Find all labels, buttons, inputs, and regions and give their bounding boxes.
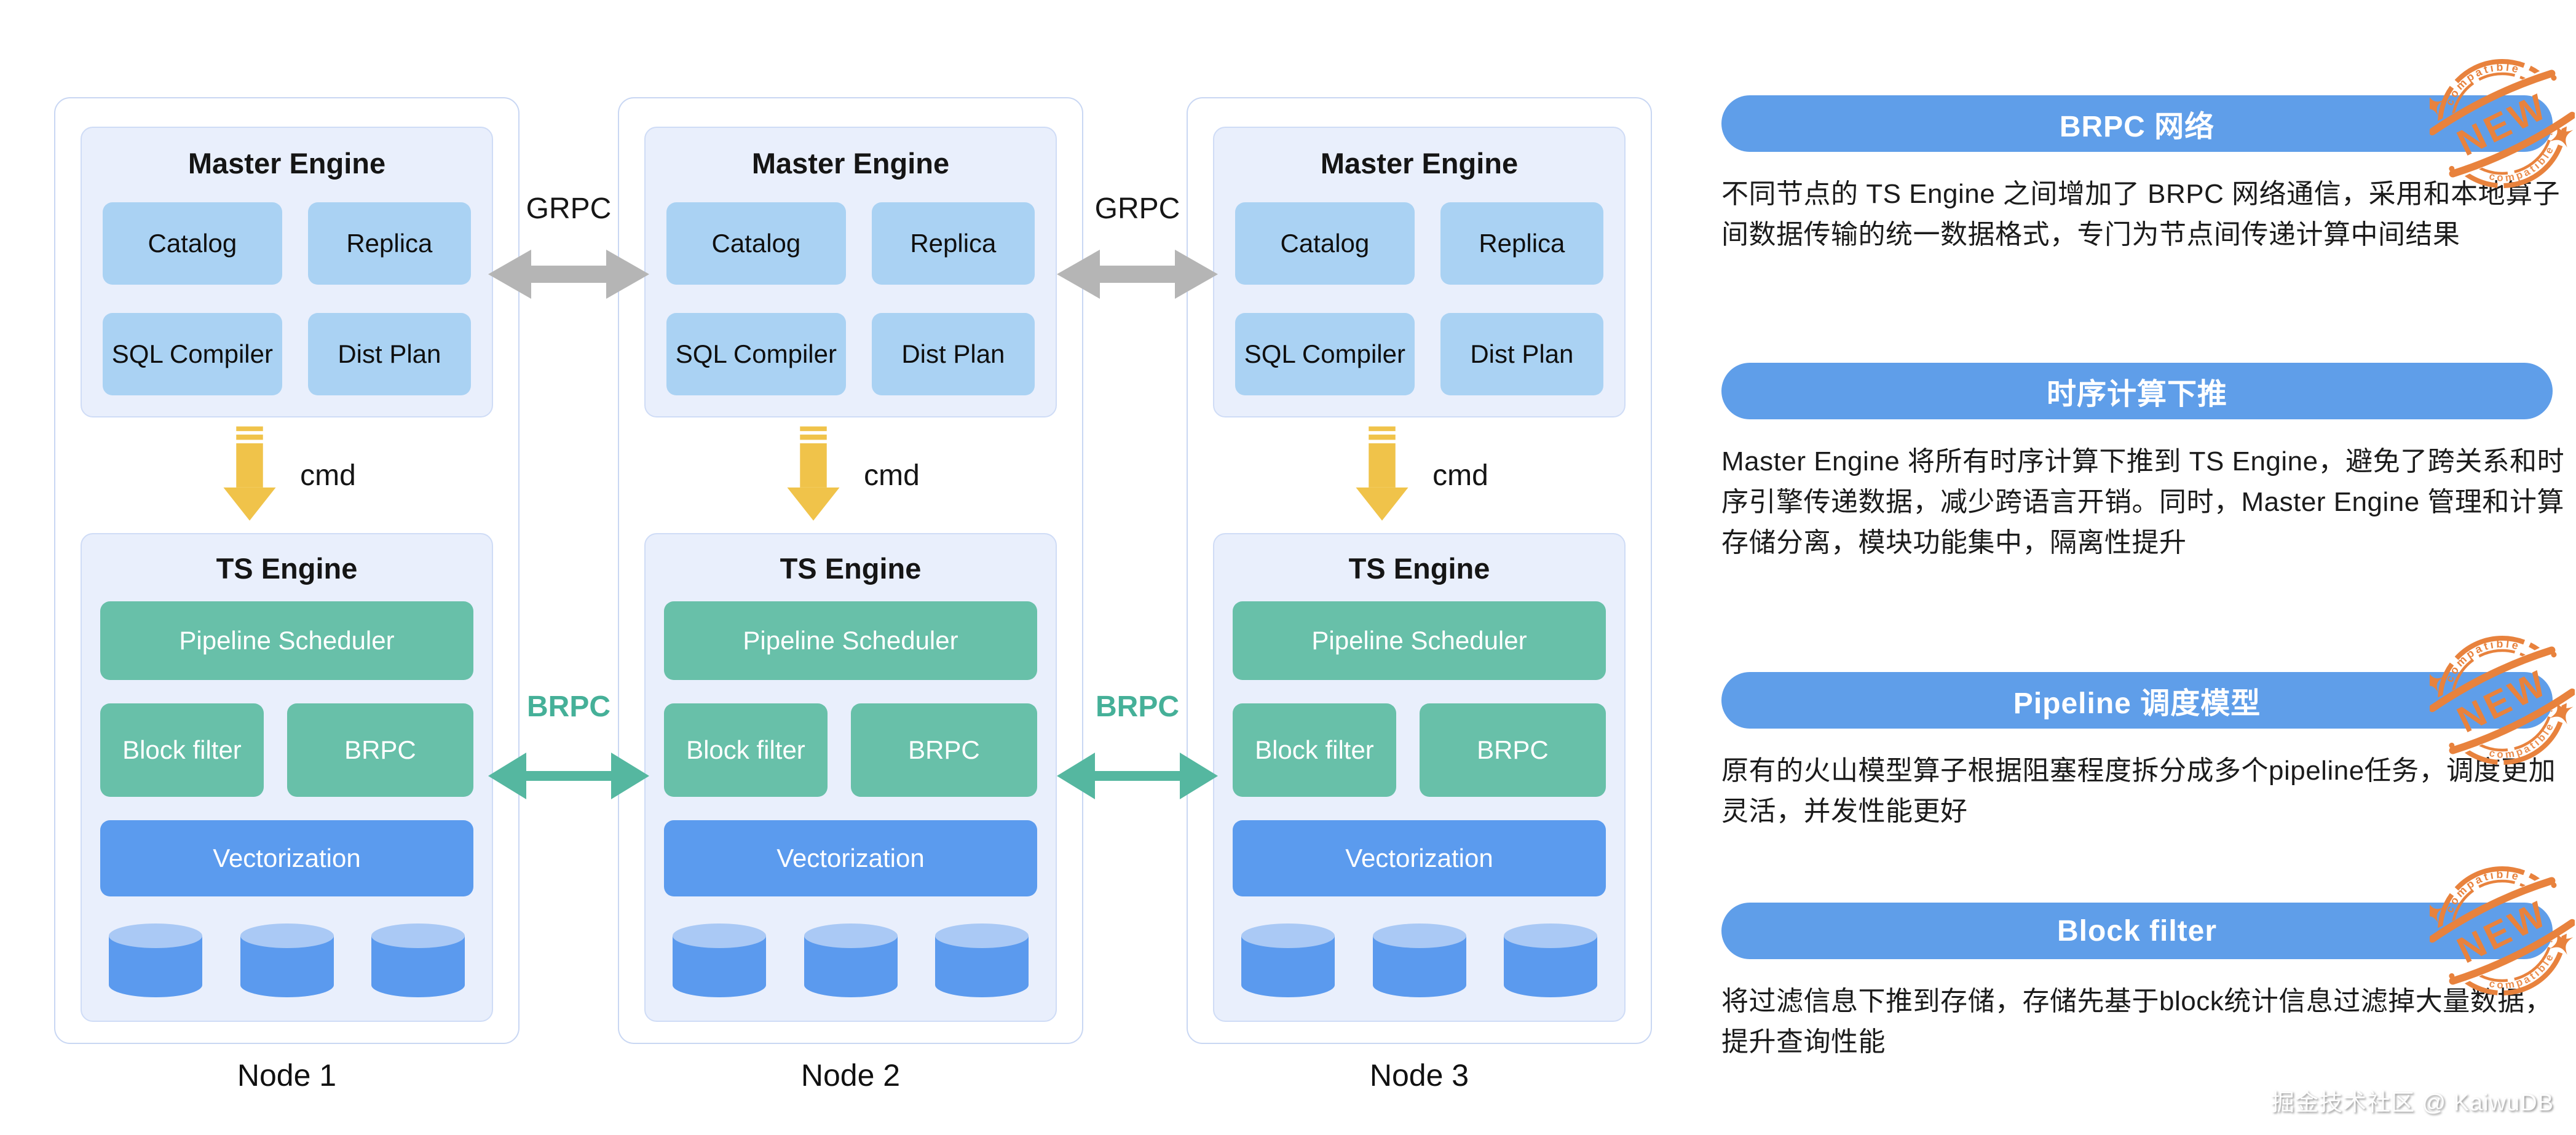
chip-dist-plan: Dist Plan [307, 313, 471, 395]
brpc-double-arrow-icon [488, 753, 649, 799]
master-engine-title: Master Engine [1320, 147, 1519, 180]
database-cylinder-icon [1241, 923, 1335, 997]
panel-body: 不同节点的 TS Engine 之间增加了 BRPC 网络通信，采用和本地算子间… [1721, 179, 2561, 250]
master-engine-components: Catalog Replica SQL Compiler Dist Plan [666, 202, 1035, 395]
cmd-connector: cmd [81, 417, 493, 533]
master-engine-title: Master Engine [188, 147, 386, 180]
database-cylinder-icon [804, 923, 898, 997]
node-3-box: Master Engine Catalog Replica SQL Compil… [1187, 97, 1652, 1044]
storage-row [100, 922, 473, 1000]
master-engine: Master Engine Catalog Replica SQL Compil… [644, 127, 1057, 417]
chip-brpc: BRPC [850, 703, 1037, 797]
chip-replica: Replica [307, 202, 471, 285]
master-engine-components: Catalog Replica SQL Compiler Dist Plan [103, 202, 471, 395]
chip-pipeline-scheduler: Pipeline Scheduler [100, 601, 473, 680]
cmd-label: cmd [300, 459, 356, 492]
grpc-label: GRPC [1094, 192, 1180, 225]
chip-catalog: Catalog [666, 202, 846, 285]
chip-brpc: BRPC [1419, 703, 1606, 797]
panel-banner: 时序计算下推 [1721, 363, 2553, 419]
panel-banner: BRPC 网络 [1721, 95, 2553, 152]
storage-row [1233, 922, 1606, 1000]
node-1-box: Master Engine Catalog Replica SQL Compil… [54, 97, 520, 1044]
database-cylinder-icon [1372, 923, 1466, 997]
panel-banner: Pipeline 调度模型 [1721, 672, 2553, 729]
ts-engine: TS Engine Pipeline Scheduler Block filte… [81, 533, 493, 1022]
node-2: Master Engine Catalog Replica SQL Compil… [618, 97, 1083, 1093]
panel-banner: Block filter [1721, 903, 2553, 959]
panel-pipeline-model: Pipeline 调度模型 compatible compatible [1721, 628, 2576, 832]
cmd-down-arrow-icon [787, 426, 840, 521]
chip-dist-plan: Dist Plan [1440, 313, 1603, 395]
database-cylinder-icon [673, 923, 766, 997]
database-cylinder-icon [1504, 923, 1597, 997]
cmd-connector: cmd [1213, 417, 1626, 533]
ts-engine-title: TS Engine [1348, 552, 1490, 585]
grpc-double-arrow-icon [488, 250, 649, 299]
chip-vectorization: Vectorization [1233, 820, 1606, 896]
ts-engine-components: Block filter BRPC [1233, 703, 1606, 797]
ts-engine-title: TS Engine [216, 552, 358, 585]
chip-pipeline-scheduler: Pipeline Scheduler [664, 601, 1037, 680]
master-engine: Master Engine Catalog Replica SQL Compil… [81, 127, 493, 417]
database-cylinder-icon [240, 923, 334, 997]
chip-replica: Replica [1440, 202, 1603, 285]
watermark: 掘金技术社区 @ KaiwuDB [2271, 1090, 2554, 1116]
master-engine-title: Master Engine [751, 147, 950, 180]
node-1: Master Engine Catalog Replica SQL Compil… [54, 97, 520, 1093]
grpc-label: GRPC [526, 192, 612, 225]
panel-body: 原有的火山模型算子根据阻塞程度拆分成多个pipeline任务，调度更加灵活，并发… [1721, 756, 2556, 826]
panel-body: 将过滤信息下推到存储，存储先基于block统计信息过滤掉大量数据，提升查询性能 [1721, 986, 2553, 1057]
brpc-label: BRPC [526, 690, 610, 723]
chip-sql-compiler: SQL Compiler [1235, 313, 1415, 395]
ts-engine-title: TS Engine [780, 552, 922, 585]
cmd-connector: cmd [644, 417, 1057, 533]
chip-vectorization: Vectorization [100, 820, 473, 896]
node-2-box: Master Engine Catalog Replica SQL Compil… [618, 97, 1083, 1044]
ts-engine-components: Block filter BRPC [664, 703, 1037, 797]
cmd-label: cmd [864, 459, 920, 492]
ts-engine: TS Engine Pipeline Scheduler Block filte… [644, 533, 1057, 1022]
master-engine: Master Engine Catalog Replica SQL Compil… [1213, 127, 1626, 417]
grpc-double-arrow-icon [1057, 250, 1218, 299]
chip-sql-compiler: SQL Compiler [666, 313, 846, 395]
ts-engine-components: Block filter BRPC [100, 703, 473, 797]
chip-block-filter: Block filter [100, 703, 264, 797]
chip-pipeline-scheduler: Pipeline Scheduler [1233, 601, 1606, 680]
node-label: Node 1 [237, 1058, 337, 1093]
chip-block-filter: Block filter [1233, 703, 1396, 797]
panel-brpc-network: BRPC 网络 compatible [1721, 51, 2576, 255]
ts-engine: TS Engine Pipeline Scheduler Block filte… [1213, 533, 1626, 1022]
chip-dist-plan: Dist Plan [871, 313, 1035, 395]
database-cylinder-icon [935, 923, 1029, 997]
chip-replica: Replica [871, 202, 1035, 285]
chip-vectorization: Vectorization [664, 820, 1037, 896]
cmd-label: cmd [1432, 459, 1488, 492]
brpc-double-arrow-icon [1057, 753, 1218, 799]
brpc-label: BRPC [1095, 690, 1179, 723]
feature-panels: BRPC 网络 compatible [1721, 0, 2576, 1135]
database-cylinder-icon [371, 923, 465, 997]
new-stamp-icon: compatible compatible NEW [2430, 858, 2575, 1002]
new-stamp-icon: compatible compatible NEW [2430, 51, 2575, 194]
panel-ts-pushdown: 时序计算下推 Master Engine 将所有时序计算下推到 TS Engin… [1721, 363, 2576, 563]
node-label: Node 2 [800, 1058, 901, 1093]
node-3: Master Engine Catalog Replica SQL Compil… [1187, 97, 1652, 1093]
storage-row [664, 922, 1037, 1000]
cmd-down-arrow-icon [223, 426, 276, 521]
new-stamp-icon: compatible compatible NEW [2430, 628, 2575, 771]
database-cylinder-icon [109, 923, 202, 997]
chip-catalog: Catalog [103, 202, 282, 285]
chip-catalog: Catalog [1235, 202, 1415, 285]
chip-sql-compiler: SQL Compiler [103, 313, 282, 395]
master-engine-components: Catalog Replica SQL Compiler Dist Plan [1235, 202, 1603, 395]
panel-body: Master Engine 将所有时序计算下推到 TS Engine，避免了跨关… [1721, 446, 2565, 558]
panel-block-filter: Block filter compatible compatible N [1721, 858, 2576, 1062]
chip-brpc: BRPC [286, 703, 473, 797]
cmd-down-arrow-icon [1356, 426, 1409, 521]
node-label: Node 3 [1369, 1058, 1469, 1093]
chip-block-filter: Block filter [664, 703, 828, 797]
